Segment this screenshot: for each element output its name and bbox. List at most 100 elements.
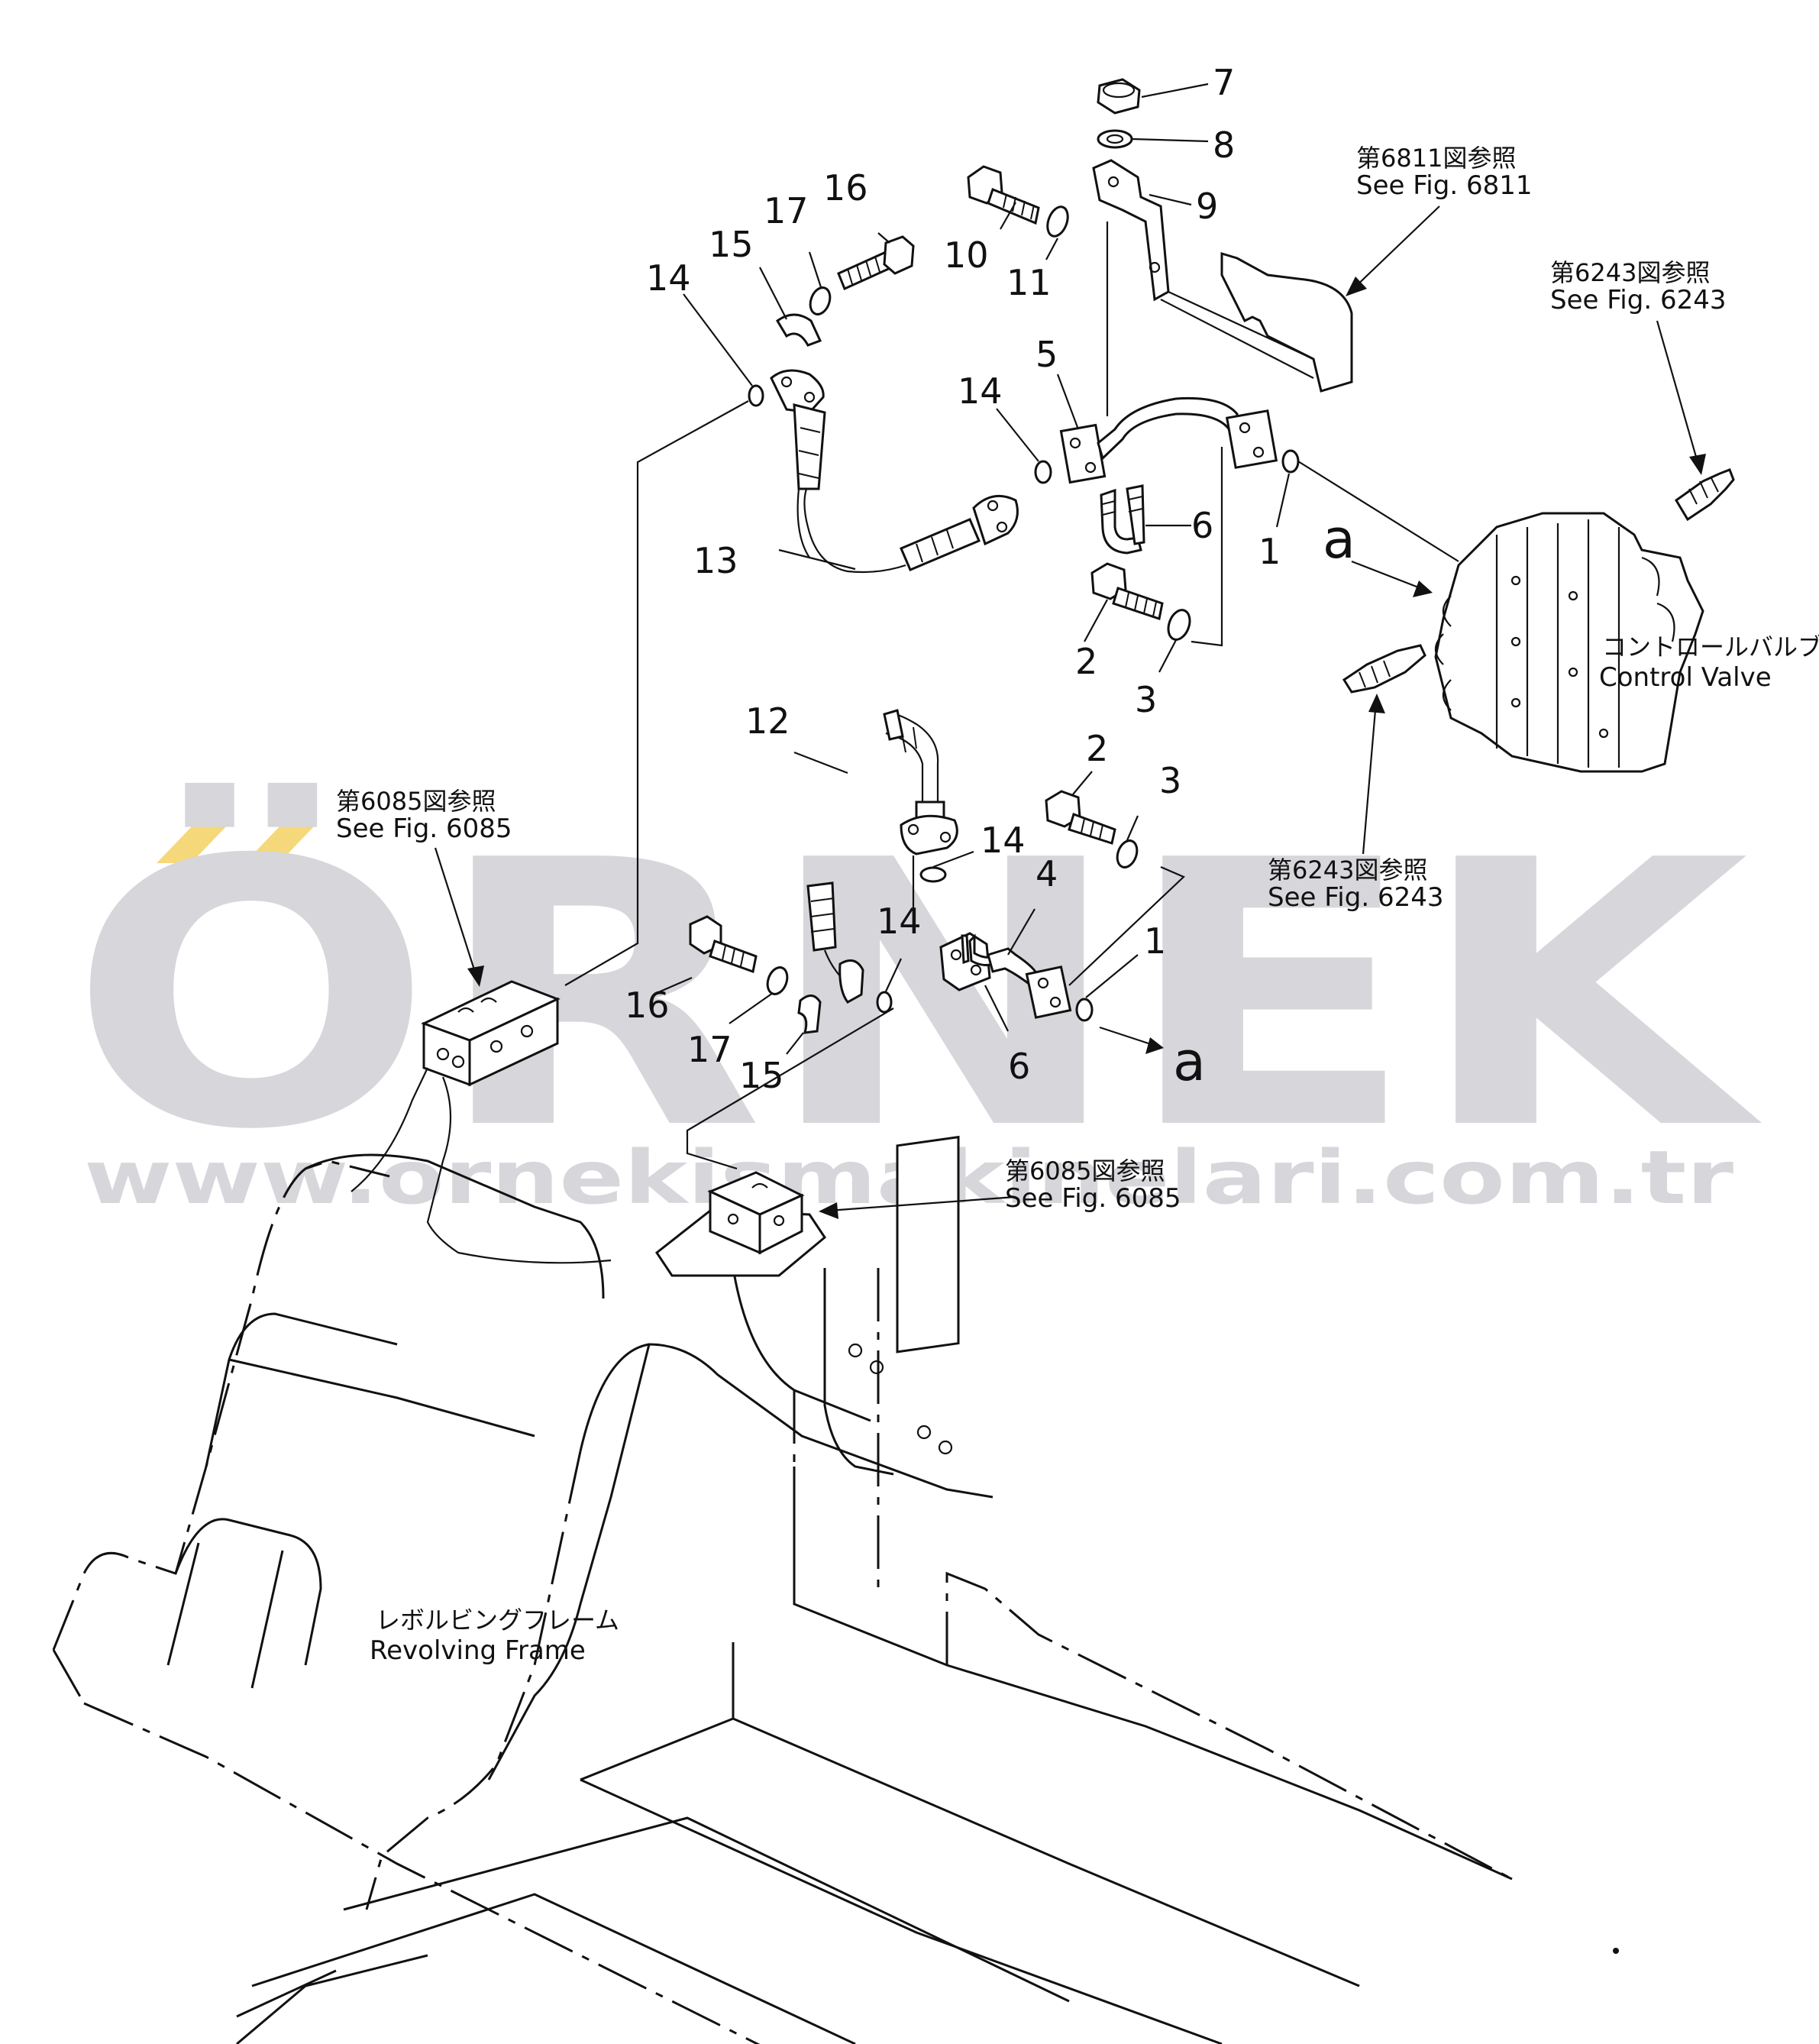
tube-5	[1059, 396, 1278, 484]
tube-4	[939, 932, 1072, 1019]
callout-17-lower: 17	[687, 1029, 732, 1070]
callout-3-lower: 3	[1159, 760, 1181, 801]
label-revolving-frame-en: Revolving Frame	[370, 1635, 586, 1666]
frame-deck-cross3	[343, 1816, 1070, 2003]
o-ring-14-top-left	[748, 384, 764, 407]
ref-fig-6243-left-en: See Fig. 6243	[1268, 882, 1443, 913]
bolt-16-lower	[689, 915, 758, 973]
frame-right-plate-inner	[487, 1344, 651, 1780]
callout-14-top-left: 14	[646, 257, 691, 299]
frame-left-rib	[174, 1518, 322, 1666]
arrow-fig-6085-lower-head	[819, 1202, 838, 1219]
control-valve-spool-lines	[1495, 519, 1620, 768]
leader-tube-to-valve	[1297, 461, 1459, 562]
stray-mark	[1613, 1948, 1619, 1954]
arrow-fig-6243-left	[1362, 700, 1378, 855]
washer-3-top	[1167, 609, 1191, 641]
arrow-fig-6243-top-head	[1689, 454, 1706, 475]
letter-a-bottom: a	[1173, 1030, 1206, 1093]
frame-left-boom-foot	[52, 1159, 390, 1651]
frame-left-plate-side	[205, 1312, 398, 1467]
arrow-a-top-head	[1413, 581, 1433, 597]
frame-deck-back	[793, 1467, 1513, 1881]
frame-right-plate-edge	[365, 1451, 582, 1910]
callout-6-lower: 6	[1008, 1046, 1030, 1087]
manifold-block-upper-side	[468, 997, 559, 1087]
frame-left-rib2	[166, 1542, 284, 1689]
bolt-16-top	[837, 235, 915, 291]
callout-9: 9	[1196, 186, 1218, 227]
frame-left-skirt	[732, 1267, 871, 1422]
leader-oring-to-frame	[564, 400, 749, 986]
control-valve-ports	[1434, 556, 1675, 711]
letter-a-top: a	[1323, 508, 1355, 571]
arrow-fig-6085-upper-head	[467, 965, 484, 987]
ref-fig-6243-top-en: See Fig. 6243	[1550, 285, 1726, 315]
frame-bolt-hole-4	[938, 1440, 953, 1455]
frame-deck-cross2	[580, 1717, 1223, 2044]
callout-16-lower: 16	[625, 985, 670, 1026]
bracket-9-hole-1	[1107, 176, 1120, 188]
ref-fig-6243-top-jp: 第6243図参照	[1550, 258, 1710, 287]
callout-2-lower: 2	[1086, 728, 1108, 769]
o-ring-14-mid	[1034, 460, 1052, 484]
clamp-15-top	[776, 313, 822, 347]
frame-upright-post2	[823, 1268, 894, 1476]
tube-5-right-flange	[1225, 409, 1278, 469]
arrow-fig-6085-lower	[828, 1195, 1016, 1212]
revolving-frame-structure	[52, 1135, 1513, 2044]
callout-11: 11	[1006, 262, 1052, 303]
plug-fig-6243-top	[1675, 468, 1735, 522]
arrow-a-bottom	[1099, 1026, 1154, 1046]
washer-17-top	[809, 286, 832, 315]
tube-4-right-flange	[1025, 965, 1072, 1019]
control-valve-body	[1434, 512, 1704, 773]
callout-17-top: 17	[764, 190, 809, 231]
callout-7: 7	[1213, 62, 1235, 103]
ref-fig-6243-left-jp: 第6243図参照	[1268, 855, 1427, 885]
washer-8-hole	[1106, 134, 1124, 144]
manifold-block-lower	[654, 1171, 826, 1277]
hose-13	[770, 369, 1019, 574]
elbow-6-top	[1100, 484, 1145, 555]
callout-numbers: 7 8 9 10 11 16 17 15 14 5 14 6 1 13 2 3 …	[625, 62, 1355, 1096]
manifold-block-upper	[351, 980, 612, 1264]
tube-5-left-flange	[1059, 423, 1107, 484]
hose-13-bottom-fitting	[900, 518, 981, 571]
callout-14-mid: 14	[958, 370, 1003, 412]
frame-bolt-hole-1	[848, 1343, 863, 1358]
frame-side-plate	[896, 1135, 960, 1354]
arrow-a-top	[1351, 560, 1421, 590]
ref-fig-6811-jp: 第6811図参照	[1356, 144, 1516, 173]
hose-13-bottom-flange	[972, 494, 1019, 546]
label-control-valve-en: Control Valve	[1599, 662, 1772, 693]
callout-1-top: 1	[1258, 531, 1281, 572]
arrow-fig-6243-left-head	[1368, 694, 1385, 713]
frame-left-plate-top	[305, 1153, 605, 1299]
label-revolving-frame-jp: レボルビングフレーム	[376, 1606, 619, 1635]
ref-fig-6811-en: See Fig. 6811	[1356, 170, 1532, 201]
nut-7-top	[1102, 82, 1136, 99]
ref-fig-6085-upper-en: See Fig. 6085	[336, 813, 512, 844]
watermark-accent-right	[244, 823, 317, 863]
frame-bolt-hole-3	[916, 1425, 932, 1440]
callout-5: 5	[1036, 334, 1058, 375]
bolt-10	[967, 165, 1040, 225]
arrow-fig-6811-head	[1346, 277, 1367, 296]
callout-1-lower: 1	[1144, 920, 1166, 962]
clamp-15-lower	[797, 995, 822, 1034]
frame-deck-front-edge	[83, 1702, 761, 2044]
callout-4: 4	[1036, 853, 1058, 894]
leader-tube-down	[1191, 447, 1223, 647]
bolt-2-lower	[1045, 790, 1116, 845]
callout-15-top: 15	[709, 224, 754, 265]
arrow-fig-6085-upper	[434, 847, 479, 980]
callout-3-top: 3	[1135, 679, 1157, 720]
frame-deck-left-edge	[52, 1649, 86, 1704]
hose-12	[883, 709, 958, 855]
top-assembly	[564, 78, 1459, 986]
callout-leaders	[656, 82, 1291, 1055]
callout-8: 8	[1213, 125, 1235, 166]
frame-deck-cross1	[732, 1642, 1360, 1987]
